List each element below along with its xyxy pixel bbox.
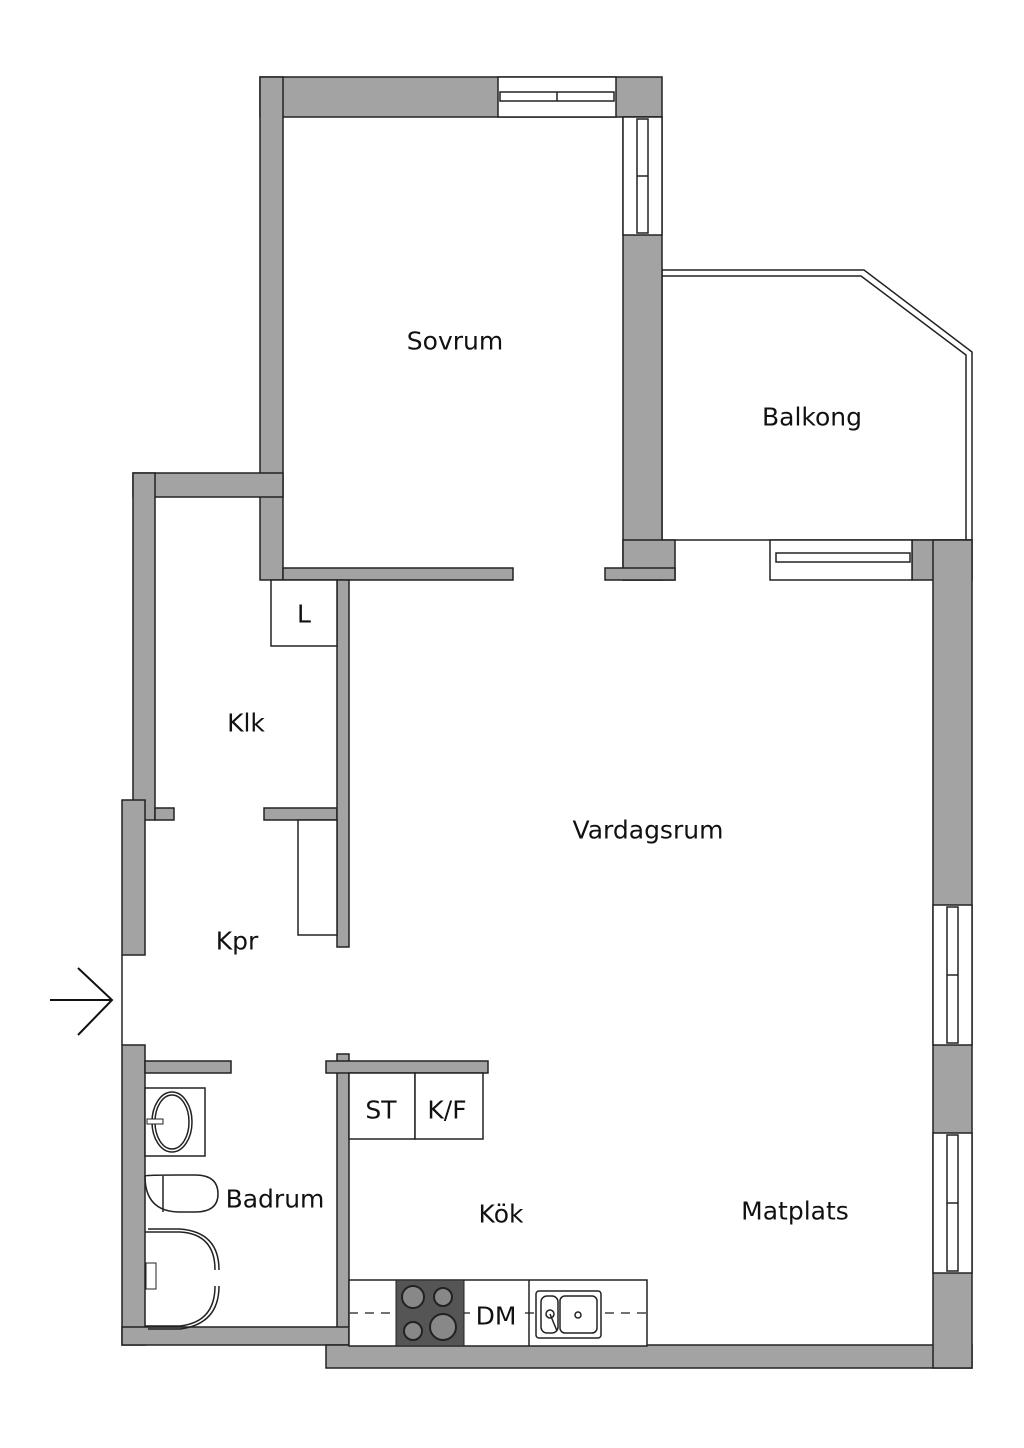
window-right-1: [932, 904, 973, 1046]
room-label-klk: Klk: [227, 708, 265, 738]
hall-closet: [297, 819, 338, 936]
linen-closet: [270, 579, 338, 647]
room-label-kok: Kök: [478, 1199, 524, 1229]
room-label-vardagsrum: Vardagsrum: [572, 815, 724, 845]
room-label-sovrum: Sovrum: [406, 326, 504, 356]
room-label-matplats: Matplats: [741, 1196, 849, 1226]
toilet: [144, 1174, 219, 1213]
fixture-label-dm: DM: [473, 1301, 519, 1331]
room-label-balkong: Balkong: [761, 402, 863, 432]
stove-icon: [395, 1279, 465, 1347]
window-right-2: [932, 1132, 973, 1274]
washbasin: [144, 1087, 206, 1157]
room-label-badrum: Badrum: [225, 1184, 325, 1214]
shower: [145, 1228, 220, 1330]
fixture-label-st: ST: [365, 1095, 397, 1125]
window-sovrum-side: [622, 116, 663, 236]
room-label-kpr: Kpr: [215, 926, 259, 956]
window-balcony-door: [769, 539, 913, 581]
fixture-label-kf: K/F: [427, 1095, 467, 1125]
window-sovrum-top: [497, 76, 617, 118]
room-label-linen-closet: L: [297, 599, 311, 629]
sink-icon: [535, 1290, 602, 1339]
entrance-arrow-icon: [50, 967, 114, 1036]
